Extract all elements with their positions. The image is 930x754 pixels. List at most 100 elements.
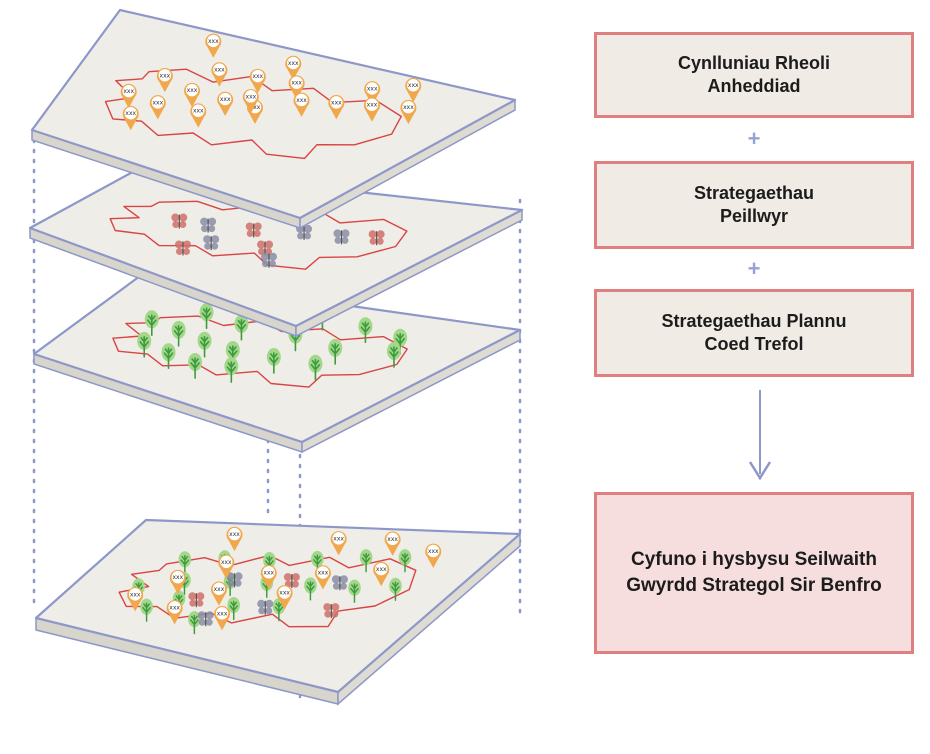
wing — [291, 573, 300, 582]
pin-label: xxx — [169, 604, 180, 611]
tree-icon — [188, 611, 201, 635]
pin-label: xxx — [123, 88, 134, 95]
tree-trunk — [274, 601, 284, 622]
pin-label: xxx — [250, 104, 261, 111]
map-pin-icon: xxx — [211, 62, 228, 87]
pin-face — [151, 96, 164, 109]
wing — [368, 230, 377, 239]
wing — [265, 599, 274, 608]
map-pin-icon: xxx — [242, 89, 259, 114]
wing — [258, 607, 266, 615]
butterfly-icon — [331, 575, 348, 591]
wing — [331, 575, 340, 584]
tree-trunk — [229, 600, 239, 621]
wing — [265, 607, 273, 615]
pin-label: xxx — [387, 536, 398, 543]
pin-face — [316, 566, 330, 579]
tree-icon — [225, 341, 240, 367]
wing — [211, 242, 219, 250]
wing — [376, 237, 384, 245]
wing — [205, 618, 213, 626]
wing — [171, 213, 180, 222]
tree-icon — [188, 353, 203, 379]
tree-icon — [389, 577, 402, 601]
wing — [333, 229, 342, 238]
pin-label: xxx — [229, 531, 240, 538]
map-pin-icon: xxx — [405, 77, 422, 103]
tree-icon — [311, 550, 324, 575]
pin-label: xxx — [152, 99, 163, 106]
layer-top — [28, 166, 524, 328]
wing — [196, 592, 205, 601]
map-pin-icon: xxx — [384, 531, 401, 556]
wing — [331, 603, 340, 612]
wing — [339, 582, 347, 590]
map-pin-icon: xxx — [363, 97, 380, 122]
butterfly-icon — [226, 572, 243, 588]
butterfly-icon — [257, 599, 274, 615]
wing — [245, 222, 254, 231]
tree-trunk — [190, 357, 200, 379]
wing — [182, 240, 191, 249]
tree-icon — [199, 303, 214, 329]
tree-trunk — [306, 581, 315, 601]
pin-face — [158, 69, 172, 82]
map-pin-icon: xxx — [293, 92, 310, 117]
pin-label: xxx — [246, 93, 257, 100]
tree-trunk — [199, 335, 210, 358]
map-pin-icon: xxx — [120, 83, 137, 109]
pin-label: xxx — [193, 108, 204, 115]
tree-icon — [234, 314, 249, 341]
pin-label: xxx — [333, 535, 344, 542]
wing — [257, 240, 266, 249]
pin-label: xxx — [208, 38, 219, 45]
map-pin-icon: xxx — [190, 103, 207, 128]
box-line-1: Strategaethau Plannu — [661, 310, 847, 331]
map-pin-icon: xxx — [288, 75, 305, 100]
box-line-2: Gwyrdd Strategol Sir Benfro — [626, 575, 882, 596]
wing — [197, 611, 206, 620]
wing — [200, 217, 209, 226]
wing — [253, 229, 261, 237]
pin-face — [213, 63, 226, 76]
tree-trunk — [361, 552, 371, 573]
wing — [227, 579, 235, 587]
map-pin-icon: xxx — [210, 581, 227, 606]
wing — [331, 610, 339, 618]
wing — [265, 240, 274, 249]
map-pin-icon: xxx — [330, 531, 347, 556]
pin-label: xxx — [318, 570, 329, 577]
map-pin-icon: xxx — [149, 95, 166, 120]
pin-label: xxx — [288, 60, 299, 67]
wing — [339, 575, 348, 584]
pin-face — [215, 607, 229, 620]
tree-icon — [266, 347, 281, 374]
box-line-2: Anheddiad — [707, 76, 801, 96]
wing — [205, 611, 214, 620]
wing — [304, 224, 313, 233]
tree-icon — [328, 338, 343, 365]
box-line-2: Peillwyr — [719, 206, 789, 226]
tree-icon — [161, 343, 176, 370]
pin-face — [295, 93, 308, 107]
box-line-1: Strategaethau — [693, 182, 815, 203]
map-pin-icon: xxx — [400, 99, 417, 125]
tree-icon — [171, 320, 186, 347]
pin-face — [278, 586, 291, 599]
pin-face — [128, 588, 142, 601]
butterfly-icon — [260, 252, 277, 268]
tree-trunk — [226, 361, 237, 383]
tree-trunk — [395, 333, 405, 355]
pin-face — [244, 90, 258, 103]
map-pin-icon: xxx — [249, 68, 266, 94]
tree-trunk — [350, 583, 359, 603]
pin-label: xxx — [217, 610, 228, 617]
map-pin-icon: xxx — [425, 543, 442, 568]
pin-label: xxx — [403, 104, 414, 111]
wing — [291, 580, 299, 588]
county-outline — [118, 554, 417, 628]
tree-icon — [137, 331, 152, 358]
